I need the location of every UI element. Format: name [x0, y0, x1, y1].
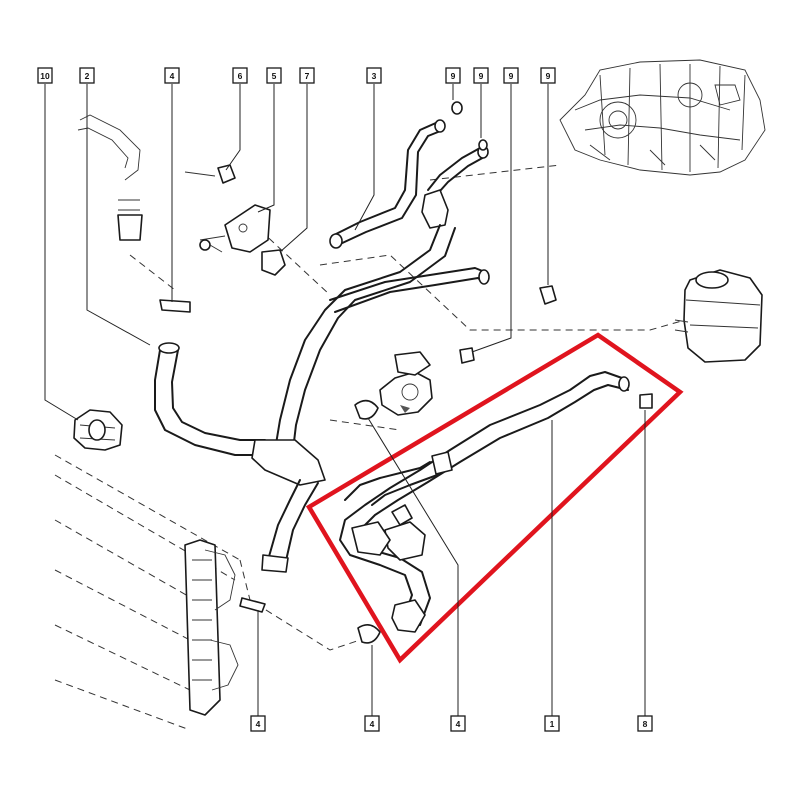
callout-4-bottom-a: 4: [250, 715, 266, 732]
highlight-outline: [305, 332, 684, 664]
svg-text:4: 4: [370, 719, 375, 729]
callout-2: 2: [79, 67, 95, 84]
thermostat-housing: [379, 351, 433, 416]
callouts: 10 2 4 6 5 7 3 9: [37, 67, 653, 732]
callout-5: 5: [266, 67, 282, 84]
svg-text:4: 4: [170, 71, 175, 81]
engine-block: [559, 59, 766, 176]
callout-9-d: 9: [540, 67, 556, 84]
svg-text:6: 6: [238, 71, 243, 81]
main-y-hose: [154, 224, 490, 573]
callout-10: 10: [37, 67, 53, 84]
callout-9-a: 9: [445, 67, 461, 84]
callout-1: 1: [544, 715, 560, 732]
lower-hose-1: [339, 371, 630, 633]
svg-text:8: 8: [643, 719, 648, 729]
svg-text:1: 1: [550, 719, 555, 729]
leader-lines: [44, 84, 646, 716]
callout-8: 8: [637, 715, 653, 732]
svg-text:9: 9: [509, 71, 514, 81]
callout-7: 7: [299, 67, 315, 84]
callout-4-bottom-b: 4: [364, 715, 380, 732]
callout-9-c: 9: [503, 67, 519, 84]
small-hose-9: [421, 101, 489, 229]
svg-text:7: 7: [305, 71, 310, 81]
callout-9-b: 9: [473, 67, 489, 84]
bracket-5: [199, 204, 271, 253]
clamps: [159, 164, 653, 644]
svg-text:3: 3: [372, 71, 377, 81]
callout-6: 6: [232, 67, 248, 84]
svg-text:10: 10: [40, 71, 50, 81]
svg-text:2: 2: [85, 71, 90, 81]
callout-4-bottom-c: 4: [450, 715, 466, 732]
upper-hose-3: [329, 119, 446, 249]
assembly-dashed-lines: [129, 164, 686, 651]
svg-text:9: 9: [479, 71, 484, 81]
svg-text:4: 4: [256, 719, 261, 729]
callout-3: 3: [366, 67, 382, 84]
svg-text:4: 4: [456, 719, 461, 729]
svg-text:9: 9: [451, 71, 456, 81]
callout-4-top: 4: [164, 67, 180, 84]
svg-text:5: 5: [272, 71, 277, 81]
svg-text:9: 9: [546, 71, 551, 81]
expansion-tank: [674, 269, 763, 363]
left-bypass-hose: [77, 114, 143, 241]
rubber-mount-10: [73, 409, 123, 451]
radiator: [54, 454, 241, 731]
